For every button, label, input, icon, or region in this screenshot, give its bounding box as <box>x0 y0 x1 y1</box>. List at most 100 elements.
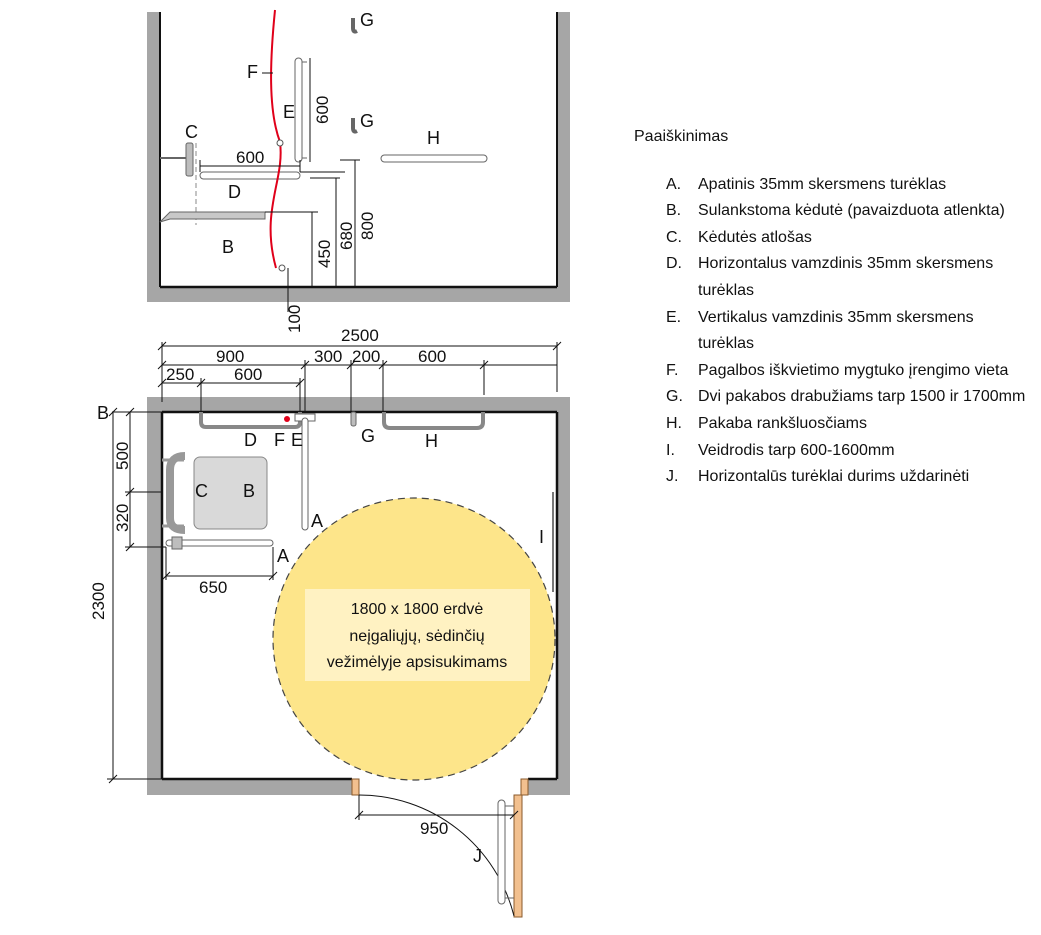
elevation-label-b: B <box>222 237 234 257</box>
legend-item: C. Kėdutės atlošas <box>634 225 1034 252</box>
legend-item-text: Veidrodis tarp 600-1600mm <box>698 441 895 459</box>
legend-item: B. Sulankstoma kėdutė (pavaizduota atlenk… <box>634 198 1034 225</box>
plan-dim-950: 950 <box>420 819 448 838</box>
plan-label-j: J <box>473 846 482 866</box>
legend-item: A.Apatinis 35mm skersmens turėklas <box>634 172 1034 199</box>
legend-item-text: Dvi pakabos drabužiams tarp 1500 ir 1700… <box>698 388 1026 406</box>
seat-back-elevation <box>160 142 197 225</box>
legend-title: Paaiškinimas <box>634 128 729 145</box>
elevation-view: C F E G G H D B 600 600 450 680 800 100 <box>147 9 570 333</box>
legend-item-key: I. <box>666 441 675 459</box>
legend-item: I. Veidrodis tarp 600-1600mm <box>634 438 1034 465</box>
legend-panel: Paaiškinimas A.Apatinis 35mm skersmens t… <box>634 124 1034 491</box>
door-frame-left <box>351 778 360 796</box>
elevation-dim-680: 680 <box>337 222 356 250</box>
coat-hook-plan <box>350 411 357 427</box>
elevation-wall-left <box>147 12 160 302</box>
legend-item-key: A. <box>666 175 682 193</box>
alarm-button-plan <box>284 416 290 422</box>
legend-item-key: J. <box>666 468 679 486</box>
legend-item-text: Sulankstoma kėdutė (pavaizduota atlenkta… <box>698 202 1005 220</box>
elevation-label-d: D <box>228 182 241 202</box>
horizontal-rail-plan <box>199 412 302 429</box>
legend-item-key: E. <box>666 308 682 326</box>
plan-wall-bottom-right <box>528 779 570 795</box>
plan-label-a-lower: A <box>277 546 289 566</box>
plan-dim-250: 250 <box>166 365 194 384</box>
plan-dim-600-right: 600 <box>418 347 446 366</box>
legend-item-key: F. <box>666 361 679 379</box>
folding-seat-plan <box>193 456 268 530</box>
legend-item: F. Pagalbos iškvietimo mygtuko įrengimo v… <box>634 358 1034 385</box>
legend-item-text: Pagalbos iškvietimo mygtuko įrengimo vie… <box>698 361 1009 379</box>
plan-wall-bottom-left <box>147 779 359 795</box>
legend-item-text: Horizontalus vamzdinis 35mm skersmens tu… <box>698 255 994 299</box>
vertical-rail-elevation <box>294 57 303 163</box>
elevation-label-e: E <box>283 102 295 122</box>
plan-view: 1800 x 1800 erdvė neįgaliųjų, sėdinčių v… <box>89 326 570 918</box>
legend-item-key: B. <box>666 202 682 220</box>
horizontal-rail-elevation <box>199 171 301 180</box>
folding-seat-elevation <box>159 211 266 223</box>
legend-item-key: H. <box>666 414 682 432</box>
elevation-label-c: C <box>185 122 198 142</box>
plan-dim-320: 320 <box>113 504 132 532</box>
door-frame-right <box>520 778 529 796</box>
plan-dim-900: 900 <box>216 347 244 366</box>
door-closing-rail <box>497 799 506 905</box>
plan-label-h: H <box>425 431 438 451</box>
legend-item-key: C. <box>666 228 682 246</box>
alarm-point-lower <box>278 264 286 272</box>
legend-item: J. Horizontalūs turėklai durims uždarinėt… <box>634 464 1034 491</box>
legend-item: D. Horizontalus vamzdinis 35mm skersmens … <box>634 251 1034 304</box>
legend-item-key: G. <box>666 388 683 406</box>
alarm-cable <box>269 9 282 269</box>
elevation-dim-100: 100 <box>285 305 304 333</box>
elevation-dim-600-vertical: 600 <box>313 96 332 124</box>
plan-dim-2300: 2300 <box>89 582 108 620</box>
plan-label-d: D <box>244 430 257 450</box>
coat-hook-upper <box>351 18 358 34</box>
elevation-floor <box>147 287 570 302</box>
plan-label-b: B <box>243 481 255 501</box>
plan-label-a-upper: A <box>311 511 323 531</box>
plan-dim-200: 200 <box>352 347 380 366</box>
plan-label-g: G <box>361 426 375 446</box>
legend-list: A.Apatinis 35mm skersmens turėklas B. Sul… <box>634 172 1034 491</box>
legend-item: H. Pakaba rankšluosčiams <box>634 411 1034 438</box>
plan-label-i: I <box>539 527 544 547</box>
turning-circle-label-bg <box>305 589 530 681</box>
towel-rail-plan <box>382 412 485 430</box>
plan-label-b-side: B <box>97 403 109 423</box>
elevation-dim-450: 450 <box>315 240 334 268</box>
turning-circle-label-line2: neįgaliųjų, sėdinčių <box>349 628 484 645</box>
legend-item-key: D. <box>666 255 682 273</box>
plan-dim-500: 500 <box>113 442 132 470</box>
plan-wall-right <box>557 397 570 795</box>
elevation-dim-600-horizontal: 600 <box>236 148 264 167</box>
elevation-label-g-upper: G <box>360 10 374 30</box>
legend-item-text: Kėdutės atlošas <box>698 228 812 246</box>
coat-hook-lower <box>351 118 358 134</box>
plan-dim-650: 650 <box>199 578 227 597</box>
plan-label-c: C <box>195 481 208 501</box>
lower-rail-a-vertical <box>301 417 309 531</box>
plan-wall-left <box>147 397 162 795</box>
plan-wall-top <box>147 397 570 412</box>
turning-circle-label-line3: vežimėlyje apsisukimams <box>327 654 508 671</box>
elevation-label-g-lower: G <box>360 111 374 131</box>
plan-dim-600-left: 600 <box>234 365 262 384</box>
turning-circle-label-line1: 1800 x 1800 erdvė <box>351 601 484 618</box>
plan-dim-2500: 2500 <box>341 326 379 345</box>
legend-item-text: Pakaba rankšluosčiams <box>698 414 867 432</box>
elevation-dim-800: 800 <box>358 212 377 240</box>
alarm-point-upper <box>276 139 284 147</box>
plan-dim-300: 300 <box>314 347 342 366</box>
legend-item-text: Horizontalūs turėklai durims uždarinėti <box>698 468 970 486</box>
door-leaf[interactable] <box>513 794 523 918</box>
elevation-label-h: H <box>427 128 440 148</box>
lower-rail-a-horizontal <box>165 539 274 547</box>
plan-label-f: F <box>274 430 285 450</box>
towel-rail-elevation <box>380 154 488 163</box>
